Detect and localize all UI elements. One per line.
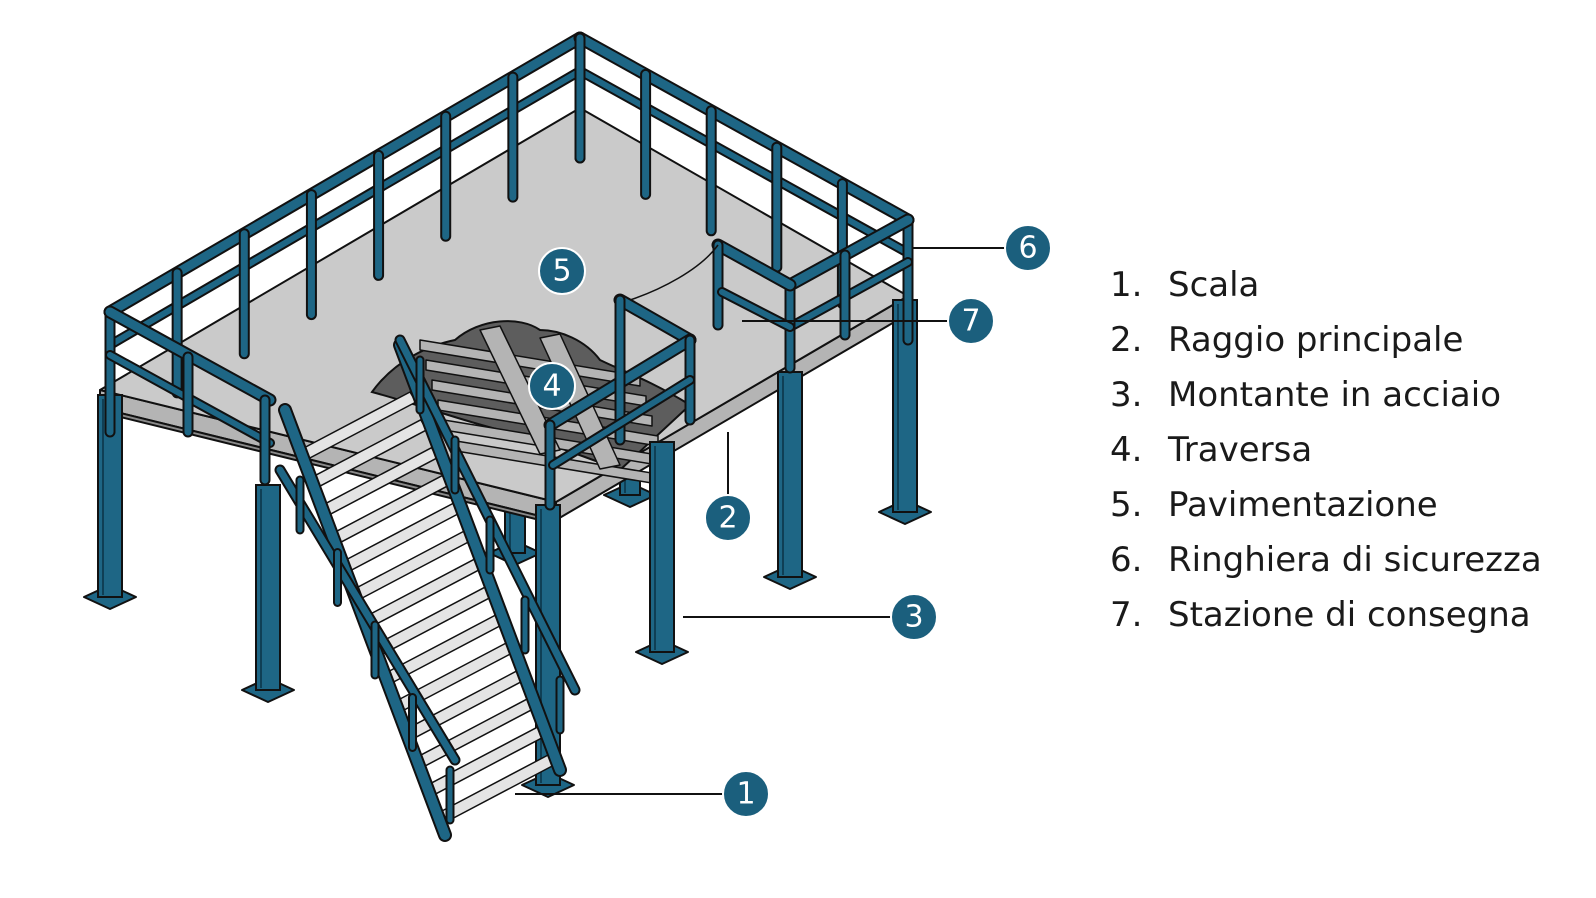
column-front [241, 484, 295, 703]
legend-item-stazione-di-consegna: 7. Stazione di consegna [1110, 588, 1542, 643]
stair-treads [299, 391, 557, 823]
stair-handrail-left [274, 464, 461, 766]
legend-item-montante-in-acciaio: 3. Montante in acciaio [1110, 368, 1542, 423]
opening-rail-top-body [615, 295, 695, 345]
legend-text: Ringhiera di sicurezza [1168, 540, 1542, 580]
rail-back-left [103, 31, 587, 438]
legend-number: 3. [1110, 375, 1143, 415]
legend: 1. Scala 2. Raggio principale 3. Montante i… [1110, 258, 1542, 643]
rail-back-right-mid-rail [575, 66, 913, 258]
mezzanine-structure [83, 31, 932, 842]
rail-back-left-top-rail [103, 31, 587, 319]
legend-text: Raggio principale [1168, 320, 1464, 360]
callout-badge [890, 593, 938, 641]
callout-number: 4 [542, 369, 561, 404]
legend-item-scala: 1. Scala [1110, 258, 1542, 313]
column-mid-front-shaft [649, 441, 675, 653]
rail-back-right-top-rail [573, 31, 915, 227]
callout-badge [722, 770, 770, 818]
stair-handrail-left-body [276, 466, 459, 764]
legend-item-raggio-principale: 2. Raggio principale [1110, 313, 1542, 368]
mezzanine-diagram: 1 2 3 4 5 6 7 [83, 31, 1052, 842]
callout-number: 5 [552, 254, 571, 289]
callout-number: 2 [718, 501, 737, 536]
callout-scala: 1 [515, 770, 770, 818]
callout-number: 6 [1018, 231, 1037, 266]
gate-swing-arc [629, 244, 719, 301]
stair-tread [342, 502, 460, 573]
gate-top-rail [711, 238, 797, 292]
callout-ringhiera-di-sicurezza: 6 [912, 224, 1052, 272]
legend-item-traversa: 4. Traversa [1110, 423, 1542, 478]
legend-number: 6. [1110, 540, 1143, 580]
legend-item-ringhiera-di-sicurezza: 6. Ringhiera di sicurezza [1110, 533, 1542, 588]
legend-text: Traversa [1168, 430, 1313, 470]
column-mid-right-shaft [777, 371, 803, 578]
callout-badge [704, 494, 752, 542]
legend-number: 1. [1110, 265, 1143, 305]
callout-badge [1004, 224, 1052, 272]
legend-text: Montante in acciaio [1168, 375, 1502, 415]
callout-badge [528, 362, 576, 410]
legend-text: Scala [1168, 265, 1260, 305]
stair-handrail-right [394, 334, 581, 696]
column-front-shaft [255, 484, 281, 691]
rail-back-left-mid-rail-body [107, 68, 583, 348]
rail-back-right-mid-rail-body [577, 68, 911, 256]
opening-rail-mid-body [550, 377, 693, 468]
column-mid-front [635, 441, 689, 665]
callout-number: 7 [961, 304, 980, 339]
callout-traversa: 4 [528, 362, 576, 410]
opening-rail-top [613, 293, 697, 347]
stair-stringer-left-body [280, 405, 450, 840]
stair-tread [353, 530, 471, 600]
legend-number: 7. [1110, 595, 1143, 635]
legend-text: Pavimentazione [1168, 485, 1438, 525]
opening-rail-mid [548, 375, 695, 470]
stair-tread [374, 586, 493, 656]
callout-montante-in-acciaio: 3 [683, 593, 938, 641]
rail-back-left-mid-rail [105, 66, 585, 350]
callout-badge [947, 297, 995, 345]
callout-raggio-principale: 2 [704, 432, 752, 542]
gate-top-rail-body [713, 240, 795, 290]
column-mid-right [763, 371, 817, 590]
rail-back-right-top-rail-body [575, 33, 913, 225]
callout-stazione-di-consegna: 7 [742, 297, 995, 345]
delivery-station [629, 238, 797, 332]
rail-back-left-top-rail-body [105, 33, 585, 317]
callouts: 1 2 3 4 5 6 7 [515, 224, 1052, 818]
stair-handrail-right-body [396, 336, 579, 694]
callout-number: 3 [904, 600, 923, 635]
stair-stringer-right [393, 338, 567, 777]
legend-item-pavimentazione: 5. Pavimentazione [1110, 478, 1542, 533]
callout-pavimentazione: 5 [538, 247, 586, 295]
legend-number: 2. [1110, 320, 1143, 360]
stair-tread [331, 474, 450, 545]
legend-number: 5. [1110, 485, 1143, 525]
legend-text: Stazione di consegna [1168, 595, 1531, 635]
callout-badge [538, 247, 586, 295]
stair-tread [363, 558, 482, 628]
legend-number: 4. [1110, 430, 1143, 470]
stair-stringer-left [278, 403, 452, 842]
callout-number: 1 [736, 777, 755, 812]
stair-stringer-right-body [395, 340, 565, 775]
opening-railing [543, 293, 697, 511]
joist [479, 325, 561, 455]
staircase [274, 334, 581, 842]
